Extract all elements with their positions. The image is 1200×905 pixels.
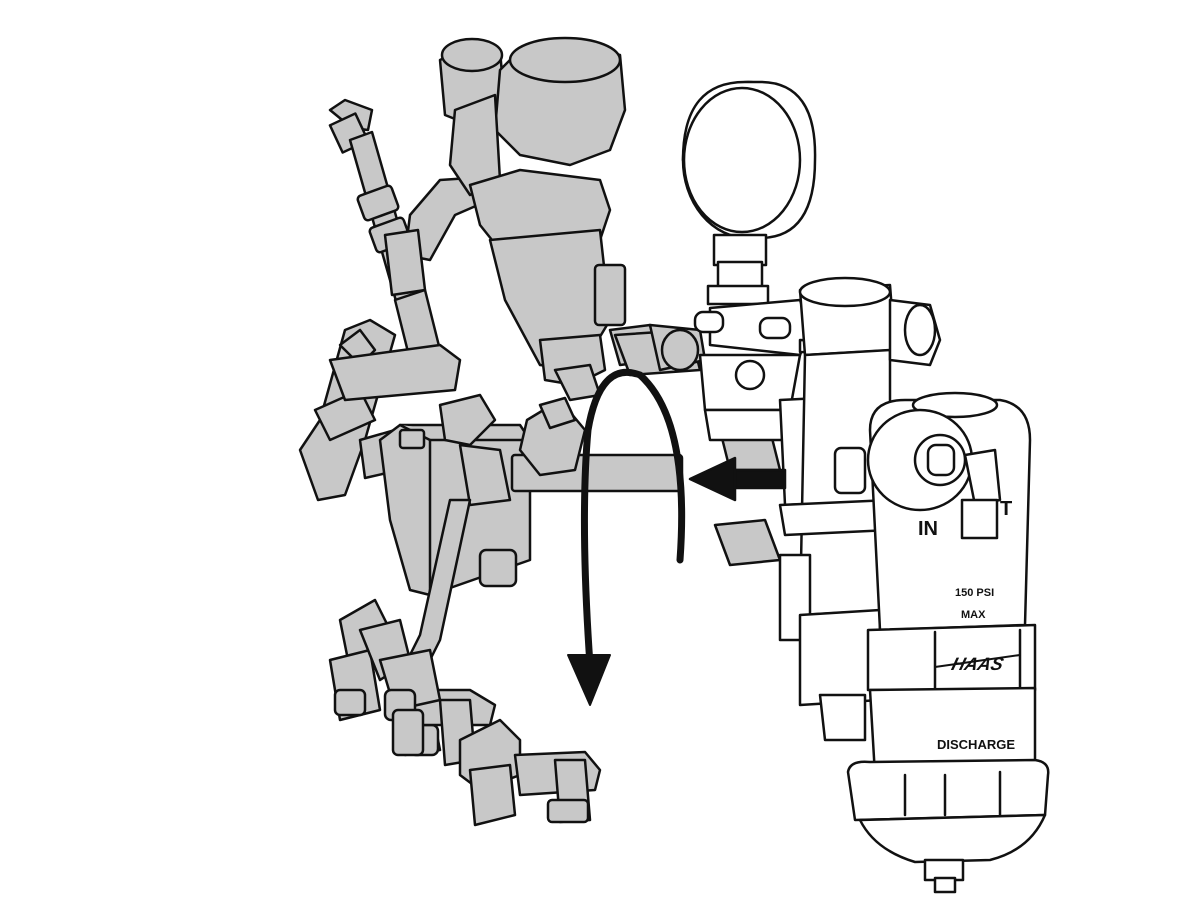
brand-label: HAAS: [949, 653, 1006, 674]
in-port-label: IN: [918, 518, 938, 540]
rotation-arrow-icon: [580, 368, 686, 669]
grey-solenoid-assembly: [298, 36, 782, 827]
pressure-rating-label: 150 PSI: [955, 587, 994, 599]
filter-bowl: [846, 391, 1050, 894]
out-port-label: T: [1000, 498, 1012, 520]
upper-elbow-fitting: [383, 176, 480, 297]
regulator-main-body: [778, 276, 942, 742]
side-fittings: [713, 428, 782, 567]
grey-regulator-filter: [438, 36, 707, 402]
air-regulator-unit: [681, 80, 1050, 894]
gauge-valve-body: [698, 353, 802, 442]
rotation-arrowhead: [567, 654, 611, 706]
brand-logo: HAAS: [934, 653, 1021, 674]
solenoid-valve-body: [378, 393, 684, 597]
left-manifold-pipes: [298, 318, 462, 502]
discharge-label: DISCHARGE: [937, 737, 1015, 752]
pressure-max-label: MAX: [961, 609, 986, 621]
left-arrow-icon: [688, 456, 787, 502]
pressure-gauge: [681, 80, 817, 306]
lower-tubing: [328, 498, 602, 827]
